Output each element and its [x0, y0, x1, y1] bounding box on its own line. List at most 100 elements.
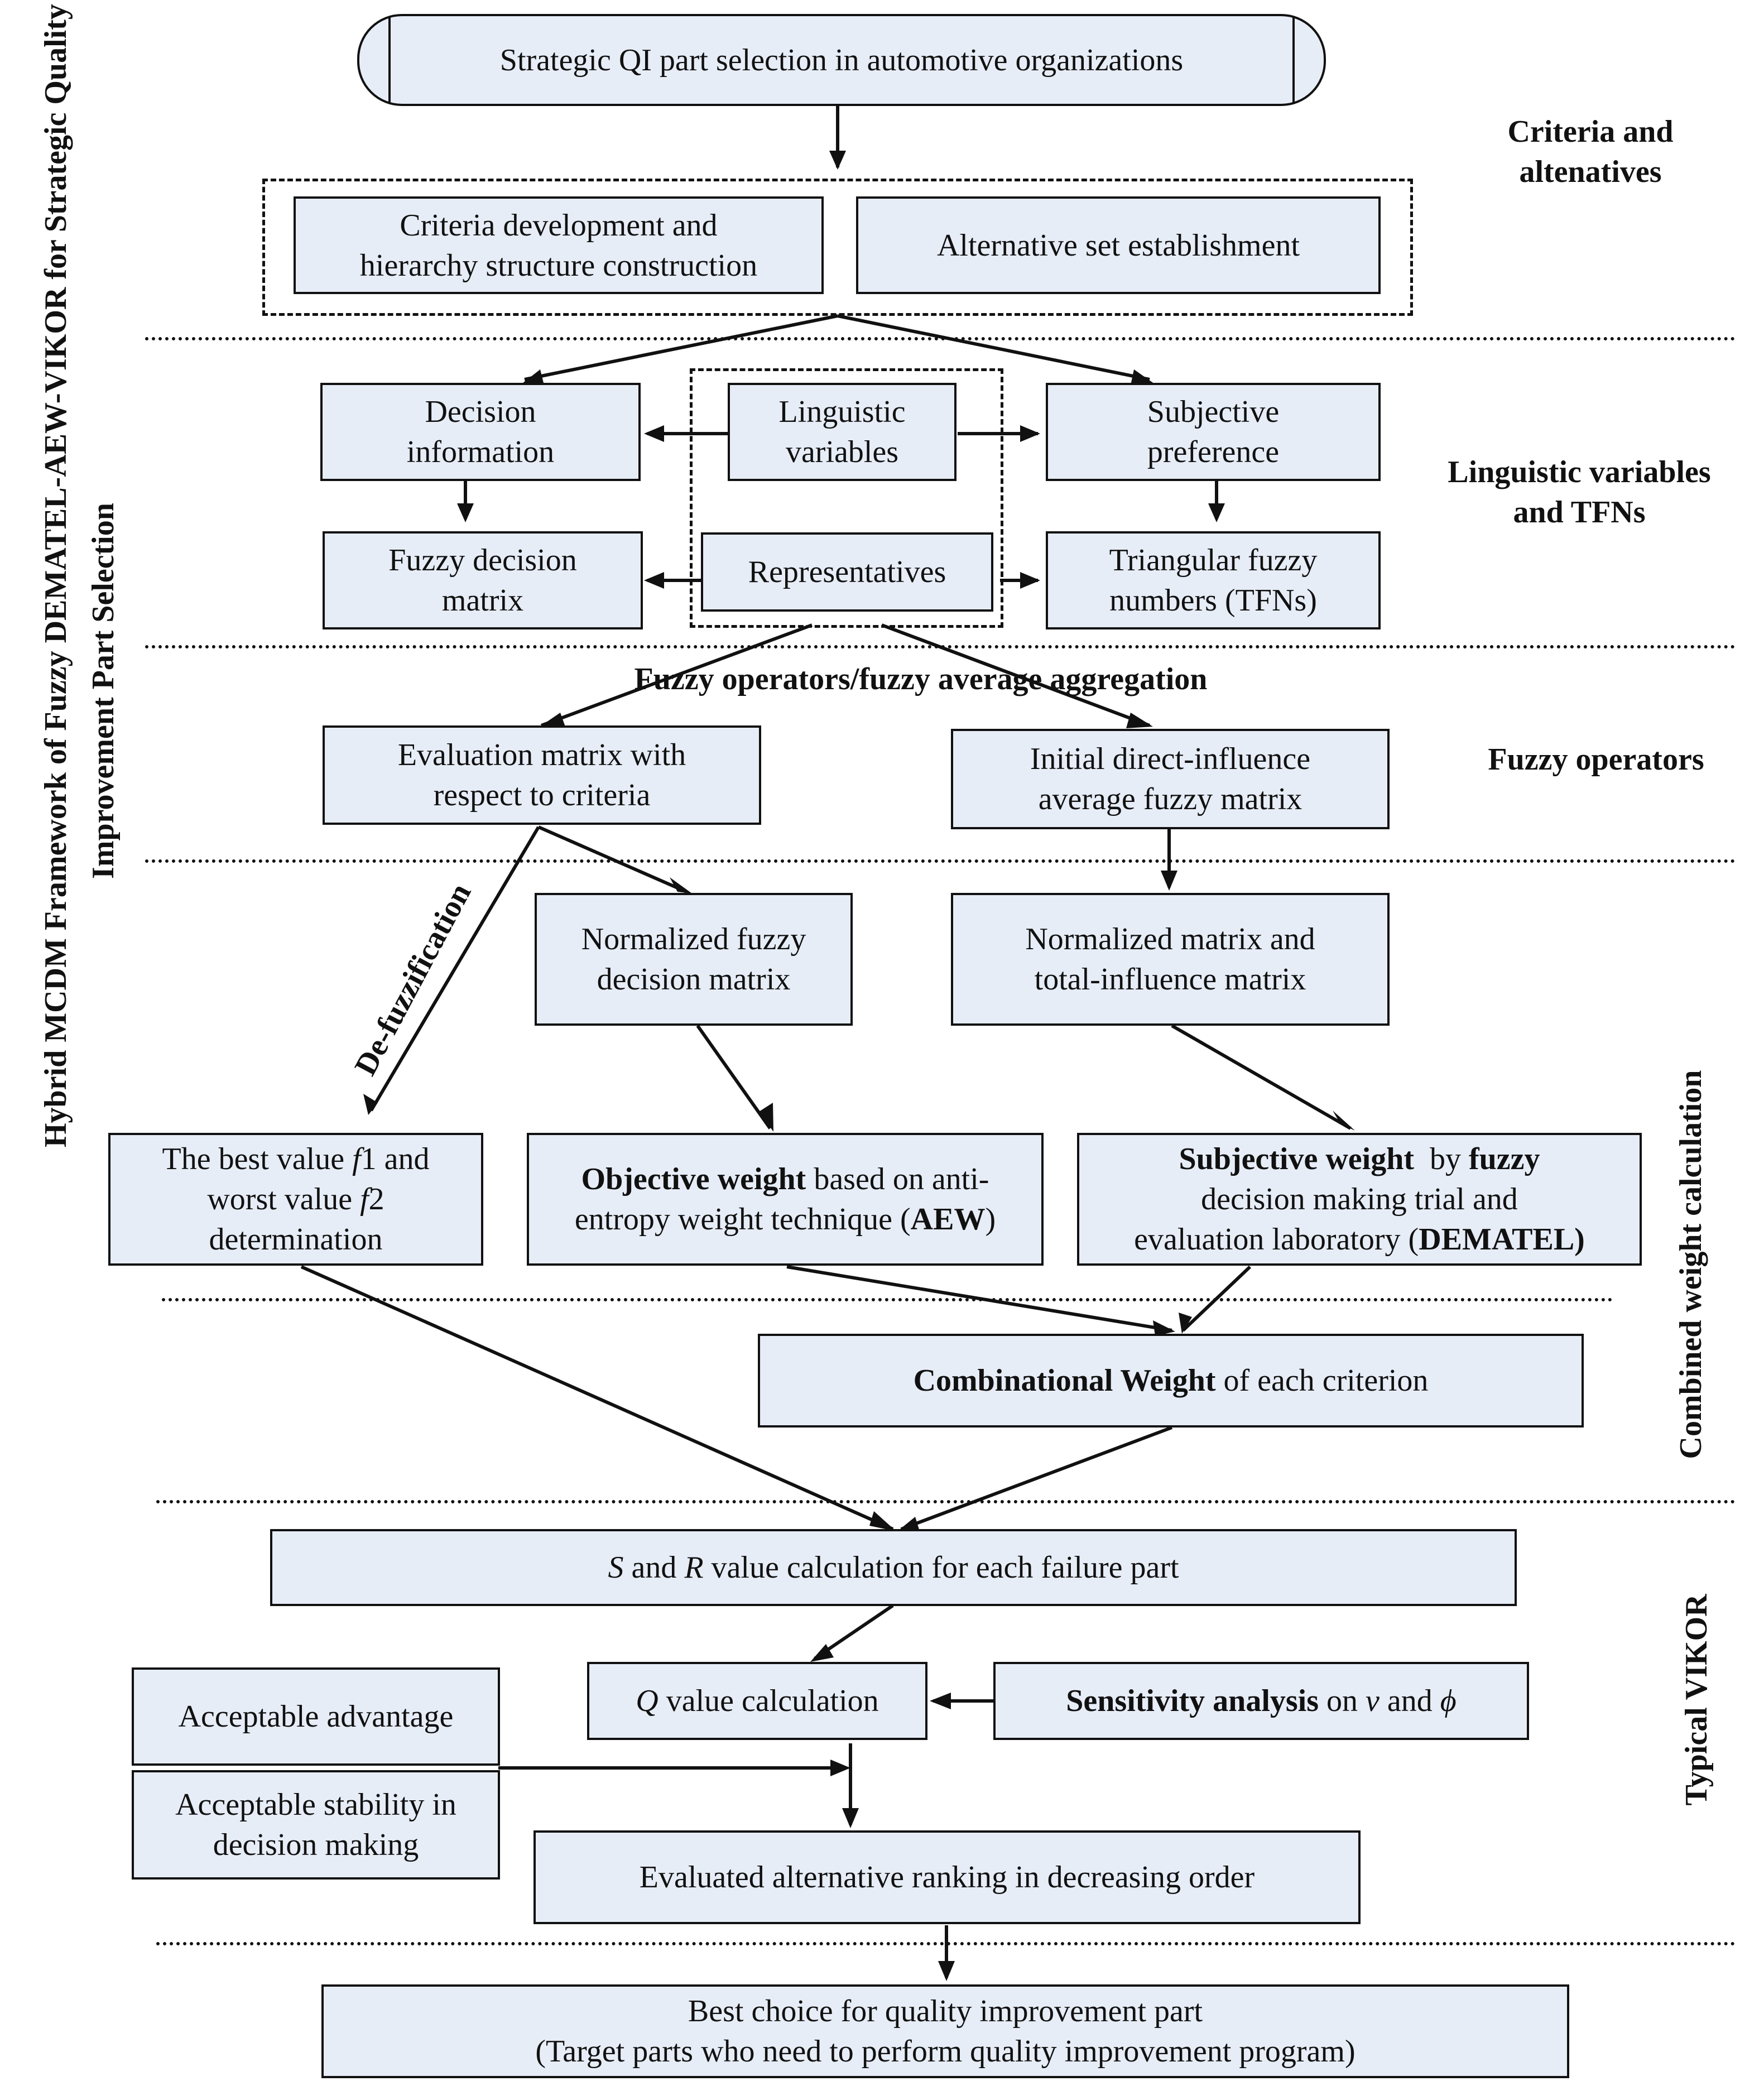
start-node-left-bar: [388, 16, 391, 104]
linguistic-group: [690, 368, 1003, 628]
alternative-set-box: Alternative set establishment: [856, 196, 1381, 294]
decision-information-l2: information: [406, 435, 555, 469]
arrow-eval-to-best-worst: [369, 826, 540, 1112]
best-worst-l1-a: The best value: [162, 1142, 353, 1176]
s-r-calculation-box: S and R value calculation for each failu…: [270, 1529, 1517, 1606]
subjective-preference-l2: preference: [1147, 435, 1280, 469]
subjective-weight-l3: evaluation laboratory (DEMATEL): [1134, 1219, 1585, 1260]
best-worst-l3: determination: [209, 1222, 383, 1257]
sensitivity-bold: Sensitivity analysis: [1066, 1684, 1319, 1718]
criteria-development-l1: Criteria development and: [400, 208, 718, 243]
separator-1: [145, 337, 1736, 340]
subjective-weight-bold2: fuzzy: [1469, 1142, 1540, 1176]
subjective-weight-box: Subjective weight by fuzzy decision maki…: [1077, 1133, 1642, 1266]
separator-4: [162, 1298, 1613, 1301]
r-symbol: R: [684, 1550, 704, 1585]
section-label-linguistic-l2: and TFNs: [1513, 495, 1646, 530]
arrow-to-decision-info: [524, 314, 838, 381]
arrowhead: [830, 1760, 850, 1776]
best-choice-box: Best choice for quality improvement part…: [321, 1984, 1569, 2078]
best-worst-l1-f: f: [352, 1142, 361, 1176]
fuzzy-decision-matrix-l2: matrix: [441, 583, 524, 618]
fuzzy-decision-matrix-box: Fuzzy decision matrix: [323, 531, 643, 629]
objective-weight-l2-a: entropy weight technique (: [574, 1202, 911, 1237]
s-r-calculation-label: S and R value calculation for each failu…: [608, 1547, 1179, 1588]
acceptable-stability-l1: Acceptable stability in: [175, 1787, 456, 1822]
arrowhead: [670, 877, 692, 893]
acceptable-advantage-label: Acceptable advantage: [178, 1699, 454, 1734]
arrowhead: [539, 713, 566, 728]
section-label-vikor: Typical VIKOR: [1679, 1594, 1714, 1806]
ranking-box: Evaluated alternative ranking in decreas…: [533, 1830, 1361, 1924]
objective-weight-bold: Objective weight: [581, 1162, 806, 1196]
section-label-fuzzy-operators: Fuzzy operators: [1488, 742, 1704, 777]
sensitivity-analysis-label: Sensitivity analysis on v and ϕ: [1066, 1681, 1456, 1721]
representatives-box: Representatives: [701, 532, 993, 612]
normalized-fuzzy-l1: Normalized fuzzy: [581, 922, 806, 957]
objective-weight-l2: entropy weight technique (AEW): [575, 1199, 996, 1239]
section-label-linguistic: Linguistic variables and TFNs: [1406, 452, 1752, 532]
combinational-weight-label: Combinational Weight of each criterion: [914, 1361, 1429, 1401]
combinational-weight-bold: Combinational Weight: [913, 1363, 1216, 1398]
arrowhead: [363, 1094, 378, 1115]
evaluation-matrix-box: Evaluation matrix with respect to criter…: [323, 725, 761, 825]
subjective-preference-l1: Subjective: [1147, 395, 1280, 429]
best-worst-l1: The best value f1 and: [162, 1139, 430, 1179]
sensitivity-and: and: [1379, 1684, 1440, 1718]
criteria-development-box: Criteria development and hierarchy struc…: [294, 196, 824, 294]
normalized-total-l1: Normalized matrix and: [1025, 922, 1315, 957]
separator-3: [145, 859, 1736, 863]
initial-direct-influence-l2: average fuzzy matrix: [1038, 782, 1302, 816]
initial-direct-influence-l1: Initial direct-influence: [1030, 742, 1311, 776]
subjective-weight-bold1: Subjective weight: [1179, 1142, 1414, 1176]
arrow-combined-to-sr: [900, 1426, 1173, 1531]
fuzzy-decision-matrix-l1: Fuzzy decision: [388, 543, 577, 578]
arrowhead: [1161, 871, 1177, 891]
arrowhead: [1126, 713, 1153, 728]
side-title-line2: Improvement Part Selection: [86, 503, 121, 879]
s-r-rest: value calculation for each failure part: [703, 1550, 1179, 1585]
arrowhead: [1153, 1320, 1175, 1336]
best-choice-l2: (Target parts who need to perform qualit…: [535, 2034, 1356, 2069]
arrow-rep-to-eval: [540, 623, 813, 727]
separator-6: [156, 1942, 1736, 1945]
normalized-fuzzy-matrix-box: Normalized fuzzy decision matrix: [535, 893, 853, 1026]
objective-weight-box: Objective weight based on anti- entropy …: [527, 1133, 1044, 1266]
arrow-to-subjective-pref: [837, 314, 1150, 381]
arrowhead: [842, 1808, 859, 1828]
initial-direct-influence-box: Initial direct-influence average fuzzy m…: [951, 729, 1390, 829]
combinational-weight-box: Combinational Weight of each criterion: [758, 1334, 1584, 1427]
normalized-fuzzy-l2: decision matrix: [597, 962, 791, 997]
arrowhead: [869, 1511, 896, 1531]
subjective-weight-l3-bold: DEMATEL): [1419, 1222, 1585, 1257]
arrowhead: [644, 425, 664, 442]
linguistic-variables-l1: Linguistic: [778, 395, 906, 429]
normalized-total-matrix-box: Normalized matrix and total-influence ma…: [951, 893, 1390, 1026]
evaluation-matrix-l1: Evaluation matrix with: [397, 738, 686, 772]
subjective-weight-mid: by: [1414, 1142, 1469, 1176]
linguistic-variables-l2: variables: [785, 435, 899, 469]
arrowhead: [1131, 369, 1156, 385]
objective-weight-l2-bold: AEW: [910, 1202, 986, 1237]
subjective-preference-box: Subjective preference: [1046, 383, 1381, 481]
s-r-and: and: [623, 1550, 685, 1585]
subjective-weight-l1: Subjective weight by fuzzy: [1134, 1139, 1585, 1179]
phi-symbol: ϕ: [1440, 1684, 1457, 1718]
separator-2: [145, 645, 1736, 648]
section-label-combined-weight: Combined weight calculation: [1674, 1070, 1708, 1459]
start-node: Strategic QI part selection in automotiv…: [357, 14, 1326, 106]
subjective-weight-l3-a: evaluation laboratory (: [1134, 1222, 1419, 1257]
linguistic-variables-box: Linguistic variables: [728, 383, 956, 481]
s-symbol: S: [608, 1550, 624, 1585]
q-calculation-label: Q value calculation: [636, 1681, 878, 1721]
start-node-right-bar: [1292, 16, 1295, 104]
arrowhead: [1020, 572, 1040, 589]
combinational-weight-rest: of each criterion: [1215, 1363, 1429, 1398]
arrow-rep-to-init: [881, 623, 1151, 727]
fuzzy-aggregation-label: Fuzzy operators/fuzzy average aggregatio…: [634, 662, 1208, 696]
v-symbol: v: [1366, 1684, 1380, 1718]
tfn-l1: Triangular fuzzy: [1109, 543, 1318, 578]
normalized-total-l2: total-influence matrix: [1034, 962, 1306, 997]
arrowhead: [930, 1693, 951, 1709]
arrowhead: [520, 369, 544, 385]
